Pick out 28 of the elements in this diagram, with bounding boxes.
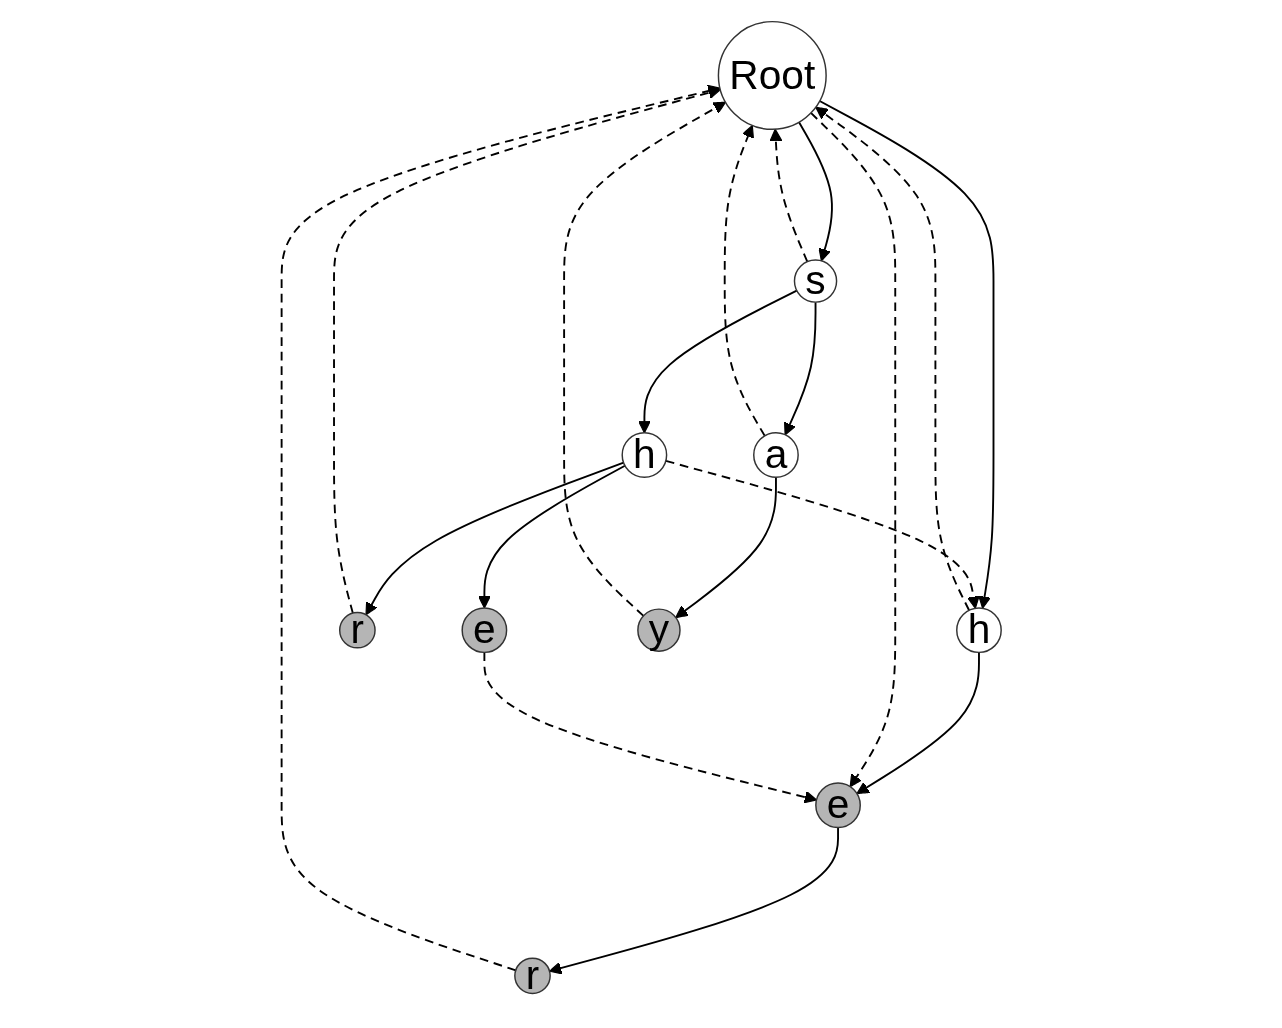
arrow [769, 128, 808, 263]
node-circle: e [814, 782, 861, 829]
arrow [723, 124, 766, 437]
node-circle: r [338, 611, 376, 649]
arrow [797, 121, 833, 262]
arrow [783, 301, 817, 436]
arrow [365, 461, 625, 616]
node-circle: y [636, 608, 681, 652]
arrow [637, 289, 798, 434]
arrow [483, 651, 817, 804]
arrow [855, 651, 980, 795]
node-circle: r [513, 957, 551, 995]
arrow [548, 826, 839, 975]
arrow [562, 101, 726, 617]
arrow [814, 106, 970, 612]
arrow [477, 464, 626, 609]
arrow [280, 84, 721, 972]
node-circle: a [752, 432, 799, 478]
node-circle: h [955, 607, 1002, 654]
node-circle: h [621, 432, 667, 478]
arrow [664, 459, 980, 609]
node-circle: s [793, 259, 837, 303]
node-circle: e [461, 607, 507, 654]
arrow [332, 86, 721, 615]
arrow [818, 100, 995, 609]
arrow [674, 476, 777, 619]
arrow [809, 112, 896, 788]
node-circle: Root [717, 20, 827, 131]
